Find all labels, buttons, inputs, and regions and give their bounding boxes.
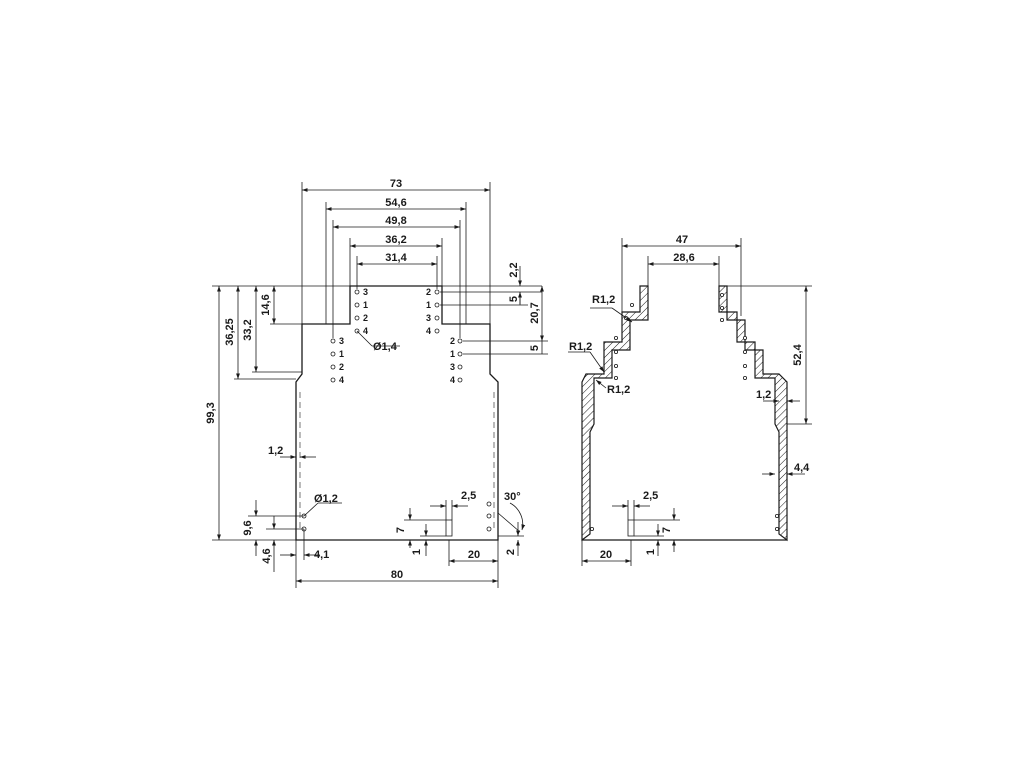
dim-r-1-2-b: R1,2 (569, 341, 592, 353)
side-hatched-wall-right (718, 285, 788, 542)
side-radius-callouts: R1,2 R1,2 R1,2 (568, 294, 633, 396)
dim-7: 7 (395, 527, 407, 533)
pin-label: 2 (363, 313, 368, 323)
front-bottom-left-dimensions: Ø1,2 9,6 4,6 4,1 (242, 493, 342, 588)
dim-73: 73 (390, 178, 402, 190)
front-right-dimensions: 2,2 5 20,7 5 (440, 262, 548, 355)
dim-31-4: 31,4 (385, 252, 407, 264)
front-top-dimensions: 73 54,6 49,8 36,2 31,4 (301, 178, 491, 338)
front-chamfer-dimensions: 30° 2 (497, 491, 526, 556)
side-holes (590, 292, 780, 532)
dim-2: 2 (505, 549, 517, 555)
dim-5-a: 5 (508, 296, 520, 302)
pin-label: 3 (339, 336, 344, 346)
side-hatched-wall-left (581, 285, 649, 542)
pin-label: 2 (450, 336, 455, 346)
dim-7-side: 7 (661, 527, 673, 533)
dim-9-6: 9,6 (242, 520, 254, 535)
pin-label: 1 (450, 349, 455, 359)
dim-1-2: 1,2 (268, 445, 283, 457)
dim-4-1: 4,1 (314, 549, 329, 561)
front-slot-dimensions: 2,5 7 1 20 (395, 490, 498, 566)
pin-label: 4 (363, 326, 368, 336)
slot-side (627, 519, 635, 537)
dim-30-deg: 30° (504, 491, 521, 503)
wall-thickness-dim: 1,2 (268, 445, 316, 459)
dim-14-6: 14,6 (260, 294, 272, 315)
pin-label: 1 (426, 300, 431, 310)
pin-label: 4 (450, 375, 455, 385)
dim-20-7: 20,7 (529, 302, 541, 323)
pin-labels: 3 1 2 4 2 1 3 4 3 1 2 4 2 1 3 4 (339, 287, 455, 385)
dim-20-side: 20 (600, 549, 612, 561)
dim-r-1-2-c: R1,2 (607, 384, 630, 396)
dim-4-4: 4,4 (794, 462, 810, 474)
pin-label: 2 (426, 287, 431, 297)
dim-80: 80 (391, 569, 403, 581)
dim-52-4: 52,4 (792, 343, 804, 365)
dim-2-5: 2,5 (461, 490, 476, 502)
pin-label: 3 (363, 287, 368, 297)
front-view: 3 1 2 4 2 1 3 4 3 1 2 4 2 1 3 4 73 54,6 (205, 178, 548, 588)
dim-2-5-side: 2,5 (643, 490, 658, 502)
dim-1: 1 (411, 549, 423, 555)
dim-54-6: 54,6 (385, 197, 406, 209)
dim-r-1-2-a: R1,2 (592, 294, 615, 306)
dim-dia-1-2: Ø1,2 (314, 493, 338, 505)
dim-36-2: 36,2 (385, 234, 406, 246)
dim-1-side: 1 (645, 549, 657, 555)
dim-5-b: 5 (529, 345, 541, 351)
dim-36-25: 36,25 (224, 318, 236, 346)
dim-4-6: 4,6 (261, 548, 273, 563)
slot-front (445, 519, 453, 537)
pin-label: 1 (363, 300, 368, 310)
side-view: 47 28,6 R1,2 R1,2 R1,2 52,4 1,2 (568, 234, 812, 566)
pin-label: 4 (339, 375, 344, 385)
dim-2-2: 2,2 (508, 262, 520, 277)
side-slot-dimensions: 2,5 7 1 20 (581, 490, 680, 566)
dim-49-8: 49,8 (385, 215, 406, 227)
dim-28-6: 28,6 (673, 252, 694, 264)
pin-label: 2 (339, 362, 344, 372)
dim-dia-1-4: Ø1,4 (373, 341, 398, 353)
pin-label: 3 (426, 313, 431, 323)
dim-99-3: 99,3 (205, 402, 217, 423)
dim-20: 20 (468, 549, 480, 561)
dim-33-2: 33,2 (242, 319, 254, 340)
dim-47: 47 (676, 234, 688, 246)
front-left-dimensions: 99,3 36,25 33,2 14,6 (205, 285, 350, 541)
side-top-dimensions: 47 28,6 (621, 234, 742, 316)
front-width-dimension: 80 (296, 540, 499, 588)
pin-label: 1 (339, 349, 344, 359)
pin-label: 3 (450, 362, 455, 372)
side-right-dimensions: 52,4 1,2 4,4 (727, 285, 812, 476)
pin-label: 4 (426, 326, 431, 336)
hole-diameter-callout: Ø1,4 (356, 330, 400, 353)
dim-1-2-side: 1,2 (756, 389, 771, 401)
